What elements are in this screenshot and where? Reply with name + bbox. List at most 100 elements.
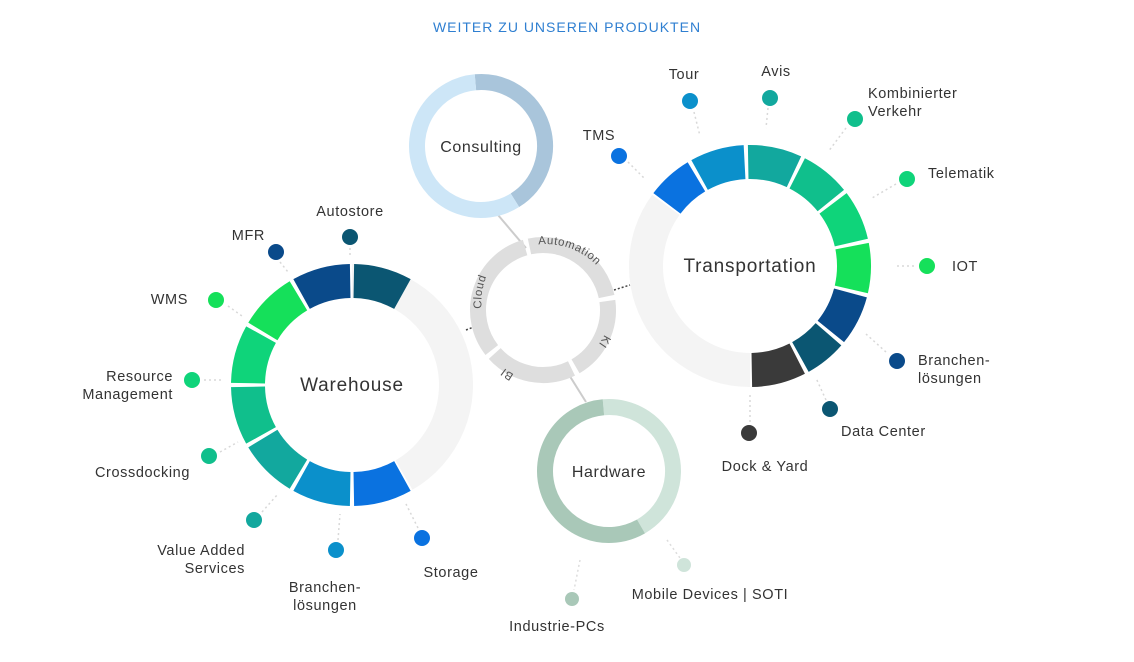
- warehouse-dot-crossdocking[interactable]: [201, 448, 217, 464]
- warehouse-dot-mfr[interactable]: [268, 244, 284, 260]
- warehouse-connector-value-added-services: [261, 493, 279, 513]
- warehouse-connector-mfr: [279, 261, 289, 273]
- transportation-connector-tms: [627, 161, 645, 179]
- center-ring-bi[interactable]: [488, 347, 575, 383]
- transportation-connector-kombinierter-verkehr: [827, 127, 847, 153]
- transportation-segment-dock-yard[interactable]: [750, 343, 805, 387]
- warehouse-segment-wms[interactable]: [248, 281, 308, 341]
- transportation-dot-kombinierter-verkehr[interactable]: [847, 111, 863, 127]
- warehouse-label-mfr: MFR: [232, 228, 265, 244]
- transportation-title: Transportation: [683, 256, 816, 277]
- warehouse-dot-wms[interactable]: [208, 292, 224, 308]
- warehouse-item-mfr[interactable]: MFR: [232, 228, 289, 273]
- transportation-item-dock-yard[interactable]: Dock & Yard: [722, 394, 809, 475]
- transportation-dot-branchen-lösungen[interactable]: [889, 353, 905, 369]
- transportation-dot-telematik[interactable]: [899, 171, 915, 187]
- transportation-ring-background[interactable]: [629, 194, 751, 387]
- transportation-segment-avis[interactable]: [747, 145, 802, 188]
- mobile-devices-label: Mobile Devices | SOTI: [632, 587, 789, 603]
- center-ring: [470, 237, 616, 383]
- hardware-ring-dark[interactable]: [537, 399, 645, 543]
- transportation-label-branchen-lösungen: Branchen-lösungen: [918, 353, 990, 387]
- warehouse-item-autostore[interactable]: Autostore: [316, 204, 383, 258]
- warehouse-segment-value-added-services[interactable]: [248, 429, 308, 489]
- warehouse-segment-autostore[interactable]: [352, 264, 411, 310]
- warehouse-label-crossdocking: Crossdocking: [95, 465, 190, 481]
- warehouse-segment-branchen-lösungen[interactable]: [293, 460, 352, 506]
- warehouse-connector-storage: [405, 503, 419, 529]
- center-label-ki: KI: [596, 333, 613, 350]
- transportation-dot-dock-yard[interactable]: [741, 425, 757, 441]
- transportation-segment-iot[interactable]: [834, 242, 871, 294]
- warehouse-segment-mfr[interactable]: [293, 264, 352, 310]
- warehouse-label-storage: Storage: [424, 565, 479, 581]
- consulting-title: Consulting: [440, 139, 522, 156]
- transportation-segment-tour[interactable]: [691, 145, 747, 191]
- warehouse-connector-wms: [227, 305, 243, 317]
- consulting-ring-light[interactable]: [409, 74, 520, 218]
- warehouse-dot-storage[interactable]: [414, 530, 430, 546]
- warehouse-segment-crossdocking[interactable]: [231, 385, 277, 444]
- hardware-item-mobile[interactable]: Mobile Devices | SOTI: [632, 539, 789, 603]
- transportation-segment-telematik[interactable]: [819, 193, 868, 247]
- warehouse-dot-resource-management[interactable]: [184, 372, 200, 388]
- transportation-item-avis[interactable]: Avis: [761, 64, 791, 129]
- transportation-item-tms[interactable]: TMS: [583, 128, 645, 179]
- warehouse-item-branchen-lösungen[interactable]: Branchen-lösungen: [289, 513, 361, 614]
- industrie-pcs-dot[interactable]: [565, 592, 579, 606]
- consulting-ring-dark[interactable]: [474, 74, 553, 208]
- transportation-label-avis: Avis: [761, 64, 791, 80]
- transportation-dot-iot[interactable]: [919, 258, 935, 274]
- transportation-label-iot: IOT: [952, 259, 978, 275]
- transportation-dot-tour[interactable]: [682, 93, 698, 109]
- center-label-bi: BI: [499, 365, 516, 382]
- industrie-pcs-label: Industrie-PCs: [509, 619, 605, 635]
- hardware-item-industrie[interactable]: Industrie-PCs: [509, 559, 605, 635]
- transportation-dot-avis[interactable]: [762, 90, 778, 106]
- warehouse-dot-branchen-lösungen[interactable]: [328, 542, 344, 558]
- mobile-devices-dot[interactable]: [677, 558, 691, 572]
- hardware-ring-light[interactable]: [602, 399, 681, 534]
- warehouse-item-storage[interactable]: Storage: [405, 503, 479, 581]
- warehouse-circle[interactable]: [231, 264, 473, 506]
- hardware-circle[interactable]: [537, 399, 681, 543]
- transportation-item-data-center[interactable]: Data Center: [815, 377, 926, 440]
- transportation-item-iot[interactable]: IOT: [894, 258, 978, 275]
- warehouse-segment-storage[interactable]: [352, 460, 411, 506]
- transportation-segment-kombinierter-verkehr[interactable]: [789, 158, 845, 212]
- consulting-circle[interactable]: [409, 74, 553, 218]
- transportation-circle[interactable]: [629, 145, 871, 387]
- transportation-dot-data-center[interactable]: [822, 401, 838, 417]
- transportation-item-telematik[interactable]: Telematik: [871, 166, 995, 199]
- warehouse-label-branchen-lösungen: Branchen-lösungen: [289, 580, 361, 614]
- warehouse-title: Warehouse: [300, 375, 404, 396]
- warehouse-item-wms[interactable]: WMS: [151, 292, 243, 317]
- transportation-label-tms: TMS: [583, 128, 615, 144]
- center-ring-ki[interactable]: [571, 299, 616, 374]
- transportation-dot-tms[interactable]: [611, 148, 627, 164]
- warehouse-item-crossdocking[interactable]: Crossdocking: [95, 441, 239, 481]
- center-ring-cloud[interactable]: [470, 239, 528, 355]
- transportation-segment-data-center[interactable]: [791, 322, 842, 372]
- transportation-segment-branchen-lösungen[interactable]: [817, 287, 867, 343]
- warehouse-connector-crossdocking: [219, 441, 239, 453]
- warehouse-dot-value-added-services[interactable]: [246, 512, 262, 528]
- transportation-connector-telematik: [871, 183, 897, 199]
- warehouse-label-wms: WMS: [151, 292, 188, 308]
- transportation-item-branchen-lösungen[interactable]: Branchen-lösungen: [865, 333, 990, 387]
- transportation-label-data-center: Data Center: [841, 424, 926, 440]
- warehouse-dot-autostore[interactable]: [342, 229, 358, 245]
- products-link[interactable]: WEITER ZU UNSEREN PRODUKTEN: [432, 19, 702, 35]
- transportation-segment-tms[interactable]: [653, 162, 706, 215]
- transportation-item-tour[interactable]: Tour: [669, 67, 701, 137]
- center-ring-automation[interactable]: [527, 237, 615, 299]
- transportation-connector-avis: [765, 107, 769, 129]
- warehouse-segment-resource-management[interactable]: [231, 326, 277, 385]
